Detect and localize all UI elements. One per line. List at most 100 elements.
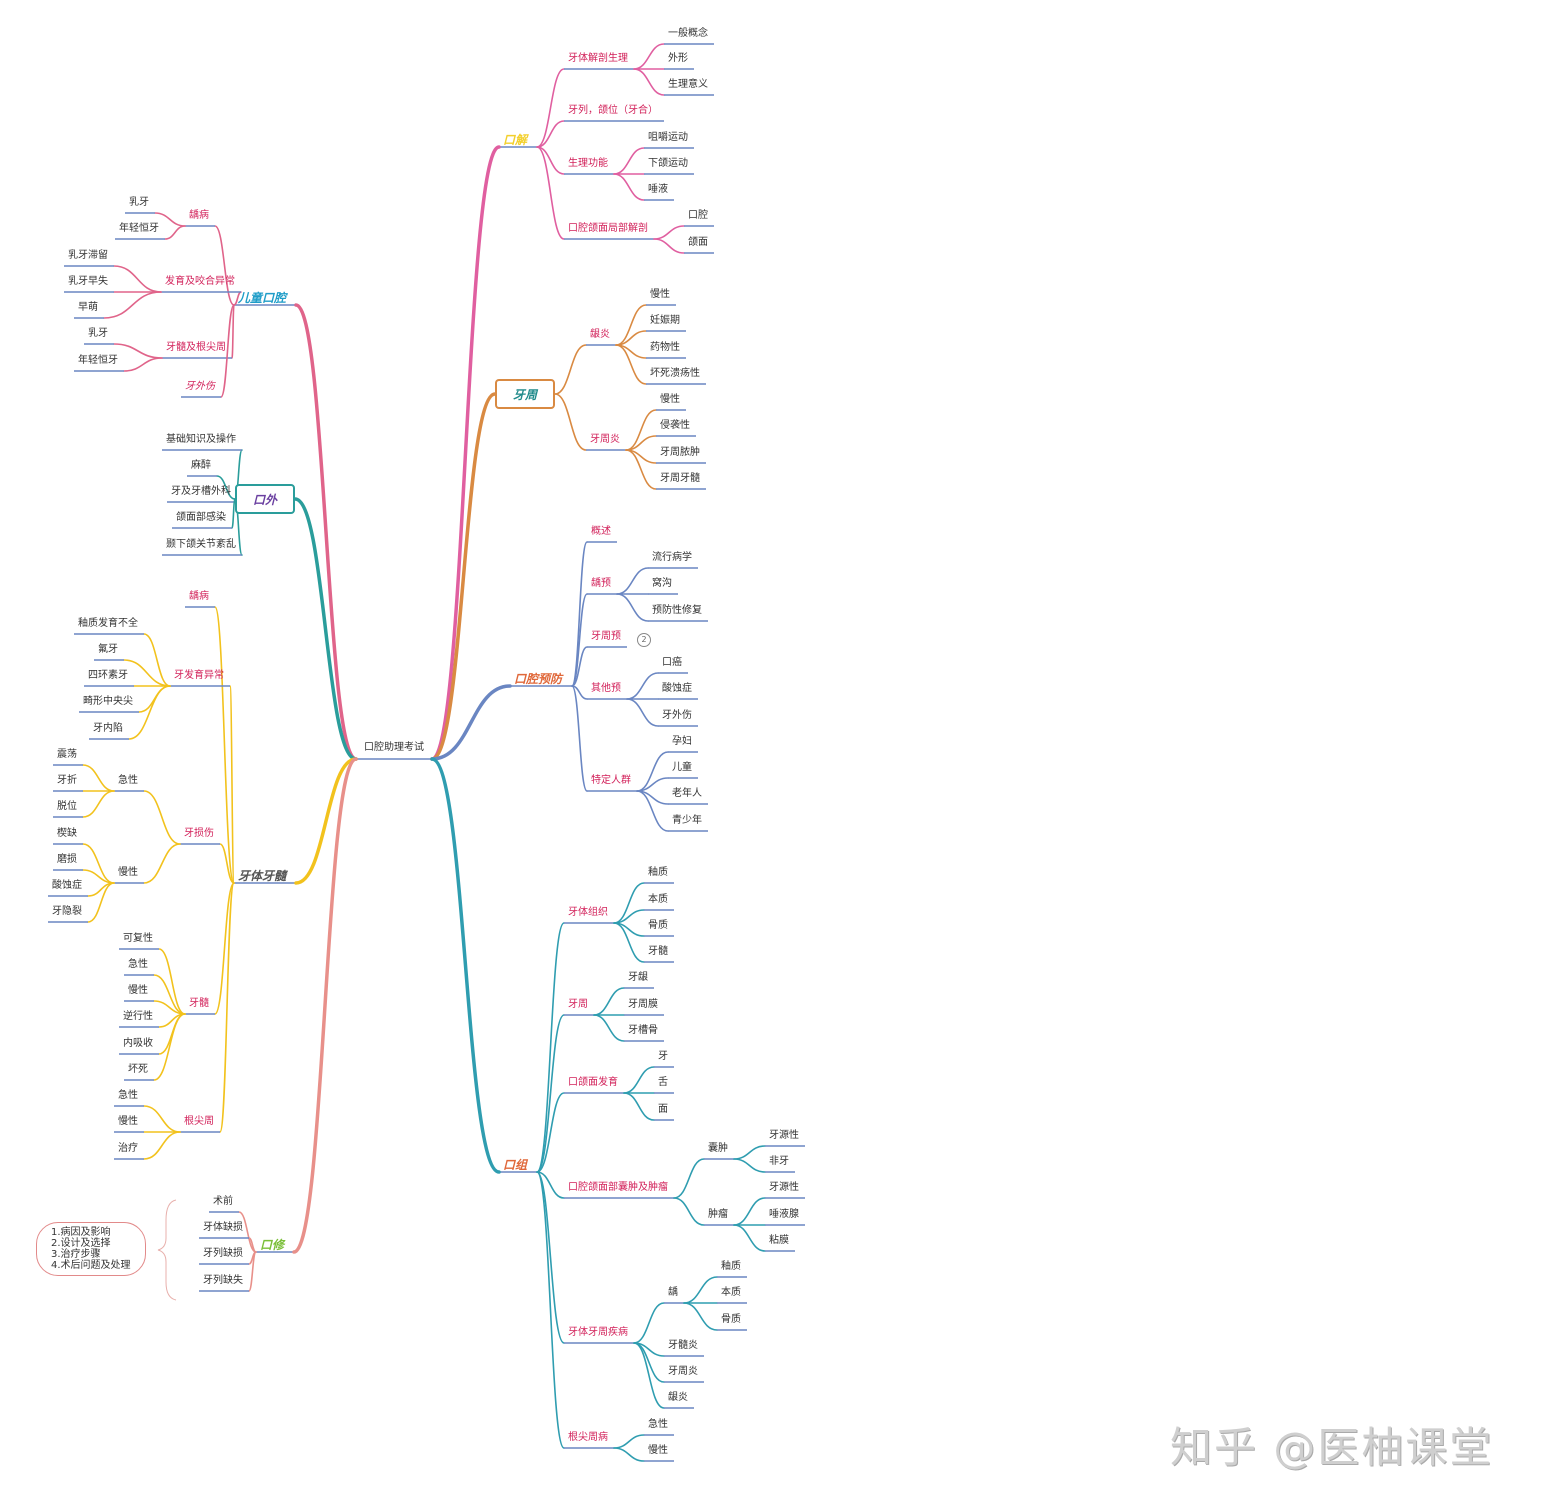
topic-node[interactable]: 牙周	[568, 999, 588, 1010]
topic-node[interactable]: 牙髓	[189, 998, 209, 1009]
subtopic-node[interactable]: 牙周炎	[668, 1366, 698, 1377]
subtopic-node[interactable]: 外形	[668, 53, 688, 64]
subtopic-node[interactable]: 面	[658, 1104, 668, 1115]
topic-node[interactable]: 牙体牙周疾病	[568, 1327, 628, 1338]
subtopic-node[interactable]: 釉质发育不全	[78, 618, 138, 629]
branch-box-yaZhou[interactable]	[495, 379, 555, 409]
subtopic-node[interactable]: 慢性	[118, 867, 138, 878]
subtopic-node[interactable]: 牙周牙髓	[660, 473, 700, 484]
subtopic-node[interactable]: 牙髓	[648, 946, 668, 957]
subtopic-node[interactable]: 慢性	[128, 985, 148, 996]
subtopic-node[interactable]: 唾液腺	[769, 1209, 799, 1220]
subtopic-node[interactable]: 口腔	[688, 210, 708, 221]
subtopic-node[interactable]: 牙内陷	[93, 723, 123, 734]
subtopic-node[interactable]: 牙源性	[769, 1130, 799, 1141]
subtopic-node[interactable]: 肿瘤	[708, 1209, 728, 1220]
subtopic-node[interactable]: 牙髓炎	[668, 1340, 698, 1351]
subtopic-node[interactable]: 颌面	[688, 237, 708, 248]
subtopic-node[interactable]: 本质	[721, 1287, 741, 1298]
subtopic-node[interactable]: 骨质	[721, 1314, 741, 1325]
topic-node[interactable]: 口腔颌面部囊肿及肿瘤	[568, 1182, 668, 1193]
topic-node[interactable]: 口颌面发育	[568, 1077, 618, 1088]
subtopic-node[interactable]: 畸形中央尖	[83, 696, 133, 707]
branch-node-yaTiYaSui[interactable]: 牙体牙髓	[238, 869, 287, 883]
subtopic-node[interactable]: 内吸收	[123, 1038, 153, 1049]
topic-node[interactable]: 牙周预	[591, 631, 621, 642]
collapsed-count-badge[interactable]: 2	[637, 633, 651, 647]
subtopic-node[interactable]: 磨损	[57, 854, 77, 865]
subtopic-node[interactable]: 牙列缺失	[203, 1275, 243, 1286]
subtopic-node[interactable]: 逆行性	[123, 1011, 153, 1022]
topic-node[interactable]: 牙损伤	[184, 828, 214, 839]
subtopic-node[interactable]: 窝沟	[652, 578, 672, 589]
subtopic-node[interactable]: 釉质	[721, 1261, 741, 1272]
subtopic-node[interactable]: 老年人	[672, 788, 702, 799]
subtopic-node[interactable]: 基础知识及操作	[166, 434, 236, 445]
subtopic-node[interactable]: 牙列缺损	[203, 1248, 243, 1259]
subtopic-node[interactable]: 生理意义	[668, 79, 708, 90]
subtopic-node[interactable]: 唾液	[648, 184, 668, 195]
topic-node[interactable]: 牙周炎	[590, 434, 620, 445]
topic-node[interactable]: 概述	[591, 526, 611, 537]
subtopic-node[interactable]: 乳牙滞留	[68, 250, 108, 261]
branch-node-kouZu[interactable]: 口组	[503, 1158, 528, 1172]
subtopic-node[interactable]: 酸蚀症	[662, 683, 692, 694]
subtopic-node[interactable]: 预防性修复	[652, 605, 702, 616]
subtopic-node[interactable]: 口癌	[662, 657, 682, 668]
subtopic-node[interactable]: 骨质	[648, 920, 668, 931]
branch-node-kouQiangYuFang[interactable]: 口腔预防	[514, 672, 563, 686]
root-node[interactable]: 口腔助理考试	[364, 742, 424, 753]
subtopic-node[interactable]: 术前	[213, 1196, 233, 1207]
subtopic-node[interactable]: 本质	[648, 894, 668, 905]
subtopic-node[interactable]: 非牙	[769, 1156, 789, 1167]
subtopic-node[interactable]: 震荡	[57, 749, 77, 760]
topic-node[interactable]: 牙体解剖生理	[568, 53, 628, 64]
subtopic-node[interactable]: 酸蚀症	[52, 880, 82, 891]
branch-node-kouJie[interactable]: 口解	[503, 133, 528, 147]
subtopic-node[interactable]: 药物性	[650, 342, 680, 353]
topic-node[interactable]: 龋预	[591, 578, 611, 589]
subtopic-node[interactable]: 侵袭性	[660, 420, 690, 431]
topic-node[interactable]: 牙发育异常	[174, 670, 224, 681]
subtopic-node[interactable]: 一般概念	[668, 28, 708, 39]
subtopic-node[interactable]: 流行病学	[652, 552, 692, 563]
subtopic-node[interactable]: 早萌	[78, 302, 98, 313]
branch-node-kouXiu[interactable]: 口修	[260, 1238, 285, 1252]
subtopic-node[interactable]: 釉质	[648, 867, 668, 878]
topic-node[interactable]: 牙外伤	[185, 381, 215, 392]
subtopic-node[interactable]: 年轻恒牙	[78, 355, 118, 366]
subtopic-node[interactable]: 四环素牙	[88, 670, 128, 681]
branch-node-kouWai[interactable]: 口外	[253, 493, 278, 507]
topic-node[interactable]: 根尖周	[184, 1116, 214, 1127]
subtopic-node[interactable]: 龋	[668, 1287, 678, 1298]
subtopic-node[interactable]: 牙源性	[769, 1182, 799, 1193]
subtopic-node[interactable]: 牙周膜	[628, 999, 658, 1010]
subtopic-node[interactable]: 囊肿	[708, 1143, 728, 1154]
topic-node[interactable]: 牙列，颌位（牙合）	[568, 105, 658, 116]
subtopic-node[interactable]: 慢性	[118, 1116, 138, 1127]
subtopic-node[interactable]: 急性	[128, 959, 148, 970]
subtopic-node[interactable]: 孕妇	[672, 736, 692, 747]
branch-box-kouWai[interactable]	[235, 484, 295, 514]
subtopic-node[interactable]: 牙折	[57, 775, 77, 786]
subtopic-node[interactable]: 乳牙早失	[68, 276, 108, 287]
branch-node-yaZhou[interactable]: 牙周	[513, 388, 538, 402]
subtopic-node[interactable]: 牙	[658, 1051, 668, 1062]
subtopic-node[interactable]: 乳牙	[88, 328, 108, 339]
subtopic-node[interactable]: 牙及牙槽外科	[171, 486, 231, 497]
topic-node[interactable]: 发育及咬合异常	[165, 276, 235, 287]
subtopic-node[interactable]: 坏死	[128, 1064, 148, 1075]
topic-node[interactable]: 龋病	[189, 591, 209, 602]
subtopic-node[interactable]: 粘膜	[769, 1235, 789, 1246]
subtopic-node[interactable]: 急性	[118, 775, 138, 786]
subtopic-node[interactable]: 龈炎	[668, 1392, 688, 1403]
topic-node[interactable]: 牙体组织	[568, 907, 608, 918]
subtopic-node[interactable]: 牙体缺损	[203, 1222, 243, 1233]
subtopic-node[interactable]: 牙外伤	[662, 710, 692, 721]
topic-node[interactable]: 其他预	[591, 683, 621, 694]
subtopic-node[interactable]: 下颌运动	[648, 158, 688, 169]
subtopic-node[interactable]: 乳牙	[129, 197, 149, 208]
topic-node[interactable]: 龋病	[189, 210, 209, 221]
topic-node[interactable]: 生理功能	[568, 158, 608, 169]
subtopic-node[interactable]: 慢性	[648, 1445, 668, 1456]
